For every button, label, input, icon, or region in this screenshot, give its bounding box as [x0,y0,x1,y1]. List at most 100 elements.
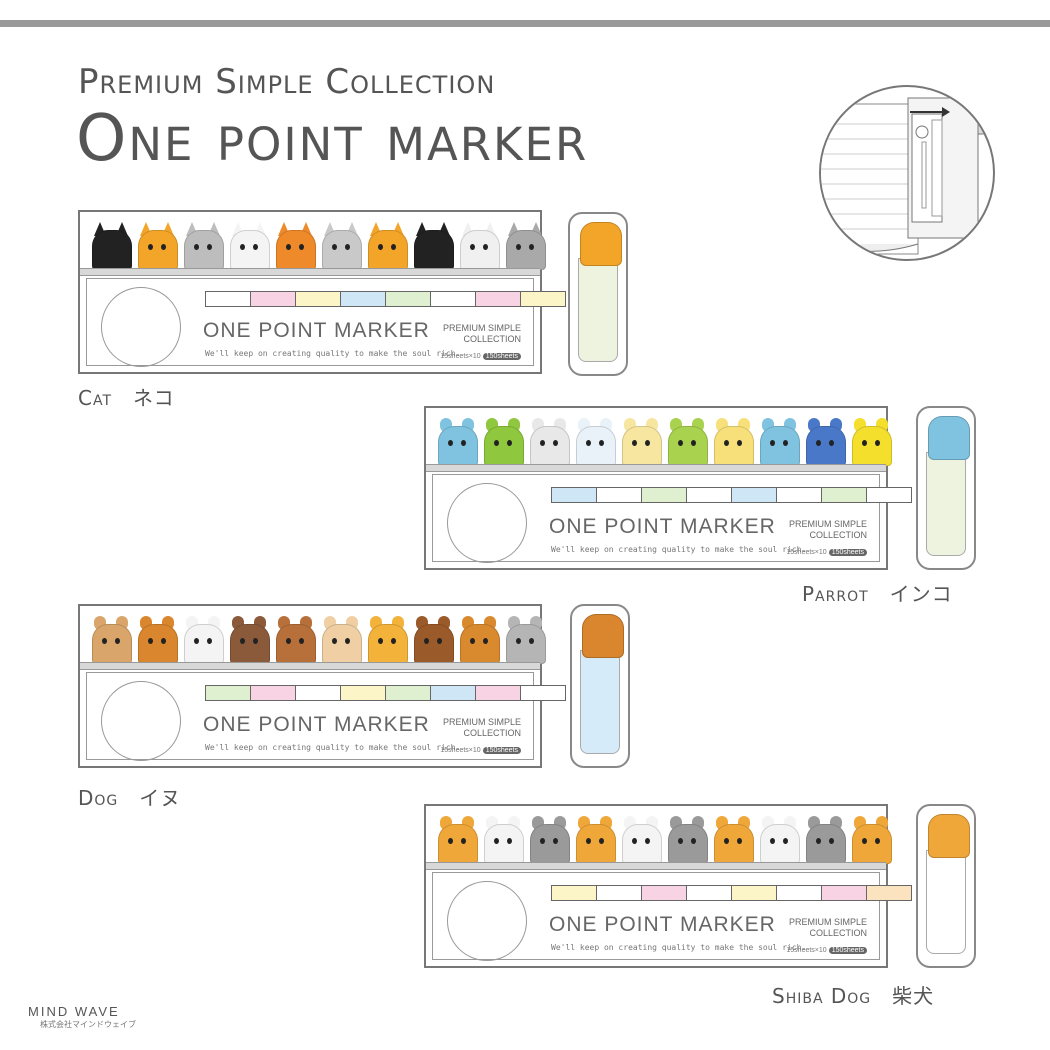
color-swatch [552,488,597,502]
animal-figure [480,816,526,864]
color-swatch [296,292,341,306]
animal-figure [756,816,802,864]
package-label-area: ONE POINT MARKER We'll keep on creating … [86,278,566,367]
product-label: Dog イヌ [78,786,182,810]
color-swatch [431,686,476,700]
animal-figure [572,816,618,864]
animal-figure [618,816,664,864]
animal-figure [410,222,456,270]
animal-figure [502,222,548,270]
package-label-area: ONE POINT MARKER We'll keep on creating … [432,474,912,563]
package-tagline: We'll keep on creating quality to make t… [551,943,807,952]
animal-figure [364,222,410,270]
package-shelf [80,268,540,276]
animal-figure [410,616,456,664]
brand-logo: MIND WAVE 株式会社マインドウェイブ [28,1004,136,1030]
color-swatch [777,886,822,900]
sticky-note-sample [568,212,628,376]
animal-figure [434,418,480,466]
package-tagline: We'll keep on creating quality to make t… [551,545,807,554]
color-swatch [822,886,867,900]
product-package: ONE POINT MARKER We'll keep on creating … [78,604,566,768]
animal-row [88,616,548,664]
color-swatch [251,292,296,306]
animal-figure [226,222,272,270]
animal-figure [756,418,802,466]
color-bar [205,685,566,701]
animal-figure [664,418,710,466]
product-label: Cat ネコ [78,386,175,410]
sticky-animal-head [580,222,622,266]
animal-figure [802,418,848,466]
package-tagline: We'll keep on creating quality to make t… [205,743,461,752]
sticky-animal-head [582,614,624,658]
product-package: ONE POINT MARKER We'll keep on creating … [424,406,912,570]
animal-figure [502,616,548,664]
animal-row [434,816,894,864]
sticky-note-sample [916,804,976,968]
animal-figure [180,616,226,664]
logo-sub-text: 株式会社マインドウェイブ [40,1020,136,1029]
mini-usage-icon [447,483,527,563]
sticky-animal-head [928,416,970,460]
sticky-paper [580,650,620,754]
animal-figure [364,616,410,664]
color-bar [551,487,912,503]
animal-figure [618,418,664,466]
color-swatch [777,488,822,502]
animal-figure [272,222,318,270]
color-swatch [687,488,732,502]
animal-figure [226,616,272,664]
sticky-note-sample [916,406,976,570]
color-swatch [341,292,386,306]
package-product-name: ONE POINT MARKER [549,913,776,936]
animal-figure [526,418,572,466]
animal-figure [802,816,848,864]
animal-figure [434,816,480,864]
color-swatch [386,686,431,700]
package-tagline: We'll keep on creating quality to make t… [205,349,461,358]
color-swatch [521,686,565,700]
animal-figure [572,418,618,466]
logo-main-text: MIND WAVE [28,1004,120,1019]
animal-figure [664,816,710,864]
top-divider [0,20,1050,27]
color-swatch [296,686,341,700]
color-swatch [476,292,521,306]
color-bar [551,885,912,901]
sticky-paper [926,452,966,556]
usage-diagram [819,85,995,261]
product-label: Shiba Dog 柴犬 [772,984,935,1008]
color-swatch [521,292,565,306]
animal-figure [134,616,180,664]
sticky-animal-head [928,814,970,858]
color-swatch [642,886,687,900]
animal-figure [318,222,364,270]
animal-figure [710,418,756,466]
color-swatch [867,886,911,900]
package-shelf [80,662,540,670]
color-swatch [206,686,251,700]
animal-figure [848,816,894,864]
package-product-name: ONE POINT MARKER [549,515,776,538]
animal-row [88,222,548,270]
sticky-paper [926,850,966,954]
color-bar [205,291,566,307]
color-swatch [431,292,476,306]
product-label: Parrot インコ [802,582,953,606]
mini-usage-icon [101,681,181,761]
package-product-name: ONE POINT MARKER [203,319,430,342]
sticky-paper [578,258,618,362]
product-package: ONE POINT MARKER We'll keep on creating … [78,210,566,374]
animal-figure [456,616,502,664]
animal-figure [710,816,756,864]
mini-usage-icon [447,881,527,961]
